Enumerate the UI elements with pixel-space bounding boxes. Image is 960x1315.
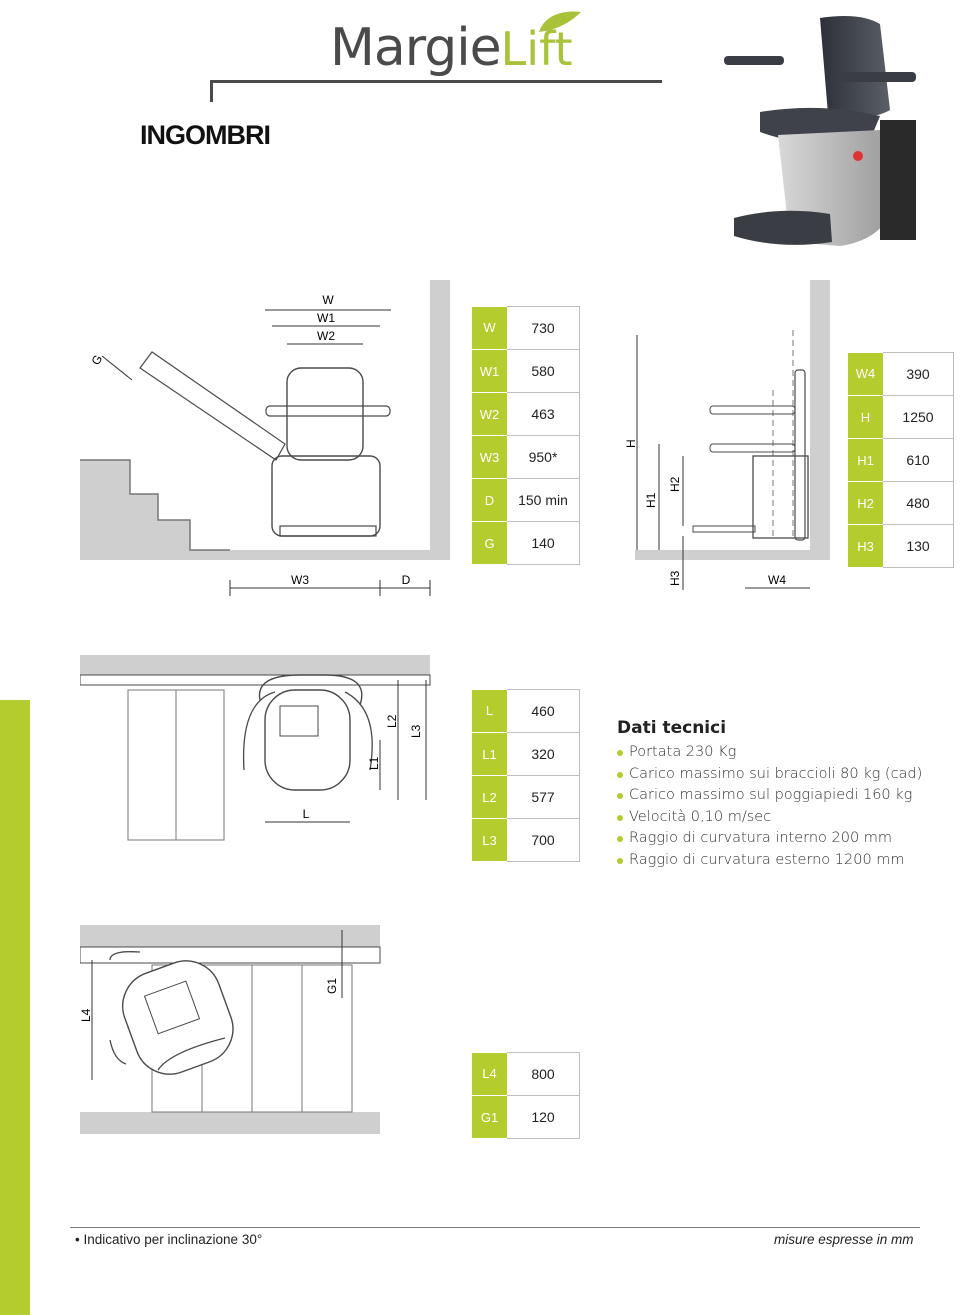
label-w: W	[322, 293, 334, 307]
footer-units: misure espresse in mm	[774, 1232, 914, 1247]
logo-text-margie: Margie	[330, 18, 502, 78]
label-l4: L4	[80, 1008, 93, 1022]
list-item: Raggio di curvatura interno 200 mm	[617, 828, 922, 850]
label-w3: W3	[291, 573, 309, 587]
label-l3: L3	[409, 724, 423, 738]
label-w2: W2	[317, 329, 335, 343]
side-accent-bar	[0, 700, 30, 1315]
header-rule-tick	[210, 80, 213, 102]
footer-note: • Indicativo per inclinazione 30°	[75, 1232, 263, 1247]
label-w1: W1	[317, 311, 335, 325]
label-h3: H3	[668, 570, 682, 586]
list-item: Carico massimo sui braccioli 80 kg (cad)	[617, 764, 922, 786]
label-l1: L1	[367, 756, 381, 770]
label-h: H	[624, 439, 638, 448]
turn-view-diagram: L4 G1	[80, 925, 381, 1134]
label-l2: L2	[385, 714, 399, 728]
header-rule	[210, 80, 662, 83]
brand-logo: MargieLift	[330, 18, 573, 78]
label-d: D	[402, 573, 411, 587]
label-g: G	[88, 352, 105, 367]
footer-rule	[70, 1227, 920, 1228]
list-item: Carico massimo sul poggiapiedi 160 kg	[617, 785, 922, 807]
page-title: INGOMBRI	[140, 120, 271, 150]
list-item: Raggio di curvatura esterno 1200 mm	[617, 850, 922, 872]
side-view-diagram: H H1 H2 H3 W4	[624, 280, 830, 590]
top-view-diagram: L L1 L2 L3	[80, 655, 431, 841]
label-h2: H2	[668, 476, 682, 492]
label-g1: G1	[325, 978, 339, 994]
logo-text-lift: Lift	[500, 22, 573, 76]
label-l: L	[303, 807, 310, 821]
leaf-icon	[539, 11, 581, 32]
label-h1: H1	[644, 492, 658, 508]
front-view-diagram: W W1 W2 G W3 D	[80, 280, 450, 596]
label-w4: W4	[768, 573, 786, 587]
list-item: Velocità 0,10 m/sec	[617, 807, 922, 829]
stairlift-photo	[724, 16, 916, 246]
technical-data: Dati tecnici Portata 230 Kg Carico massi…	[617, 718, 922, 871]
list-item: Portata 230 Kg	[617, 742, 922, 764]
technical-data-title: Dati tecnici	[617, 718, 727, 738]
